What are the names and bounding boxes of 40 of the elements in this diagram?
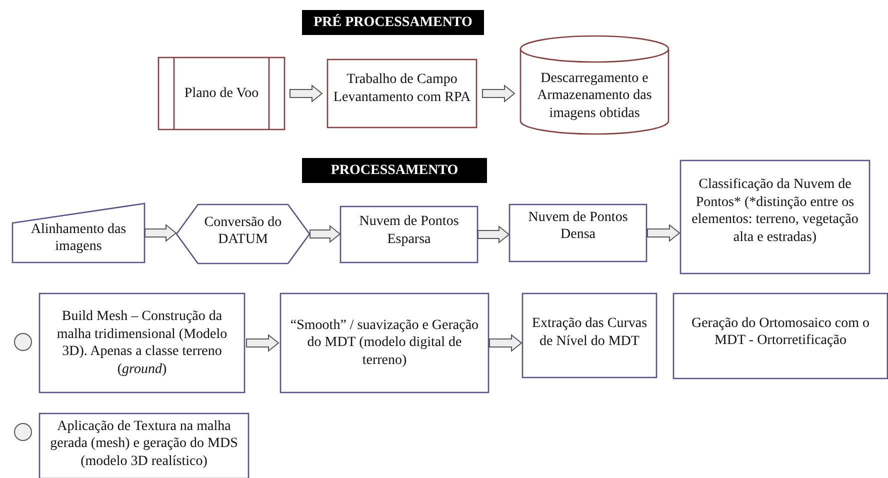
step-text: Aplicação de Textura na malha gerada (mesh) e geração do MDS (modelo 3D realístico) — [49, 418, 239, 470]
process-box — [680, 160, 870, 274]
section-title: PRÉ PROCESSAMENTO — [314, 14, 472, 32]
step-text: Nuvem de Pontos Densa — [527, 208, 629, 244]
block-arrow — [290, 84, 323, 103]
bullet-circle — [14, 423, 32, 441]
block-arrow — [489, 334, 522, 352]
input-shape — [12, 203, 145, 263]
preparation-hexagon — [176, 204, 310, 264]
process-box — [673, 293, 888, 379]
section-banner — [302, 158, 487, 183]
block-arrow — [482, 84, 516, 103]
process-box — [327, 59, 477, 128]
process-box — [522, 293, 657, 378]
section-banner — [302, 10, 484, 35]
step-text: Build Mesh – Construção da malha tridimensional (Modelo 3D). Apenas a classe terreno (ground) — [56, 308, 228, 378]
process-box — [340, 206, 478, 263]
section-title: PROCESSAMENTO — [330, 162, 458, 180]
block-arrow — [478, 225, 510, 244]
block-arrow — [246, 334, 280, 352]
bullet-circle — [14, 333, 32, 351]
step-text: Nuvem de Pontos Esparsa — [358, 213, 460, 248]
step-text: Classificação da Nuvem de Pontos* (*distinção entre os elementos: terreno, vegetação alta e estradas) — [690, 176, 860, 246]
process-box — [509, 204, 647, 262]
storage-cylinder — [520, 36, 669, 134]
process-box — [39, 413, 249, 478]
process-box — [39, 293, 245, 393]
step-text: Conversão do DATUM — [203, 214, 283, 248]
step-text: Plano de Voo — [184, 84, 259, 102]
process-box — [158, 57, 285, 130]
step-text: Alinhamento das imagens — [30, 220, 128, 256]
block-arrow — [647, 224, 680, 242]
step-text: Descarregamento e Armazenamento das imagens obtidas — [536, 70, 653, 122]
step-text: “Smooth” / suavização e Geração do MDT (modelo digital de terreno) — [289, 316, 480, 370]
block-arrow — [144, 224, 177, 242]
block-arrow — [310, 224, 341, 244]
step-text: Trabalho de Campo Levantamento com RPA — [333, 71, 471, 106]
step-text: Extração das Curvas de Nível do MDT — [530, 315, 648, 350]
process-box — [280, 293, 489, 393]
step-text: Geração do Ortomosaico com o MDT - Ortorretificação — [690, 314, 871, 350]
